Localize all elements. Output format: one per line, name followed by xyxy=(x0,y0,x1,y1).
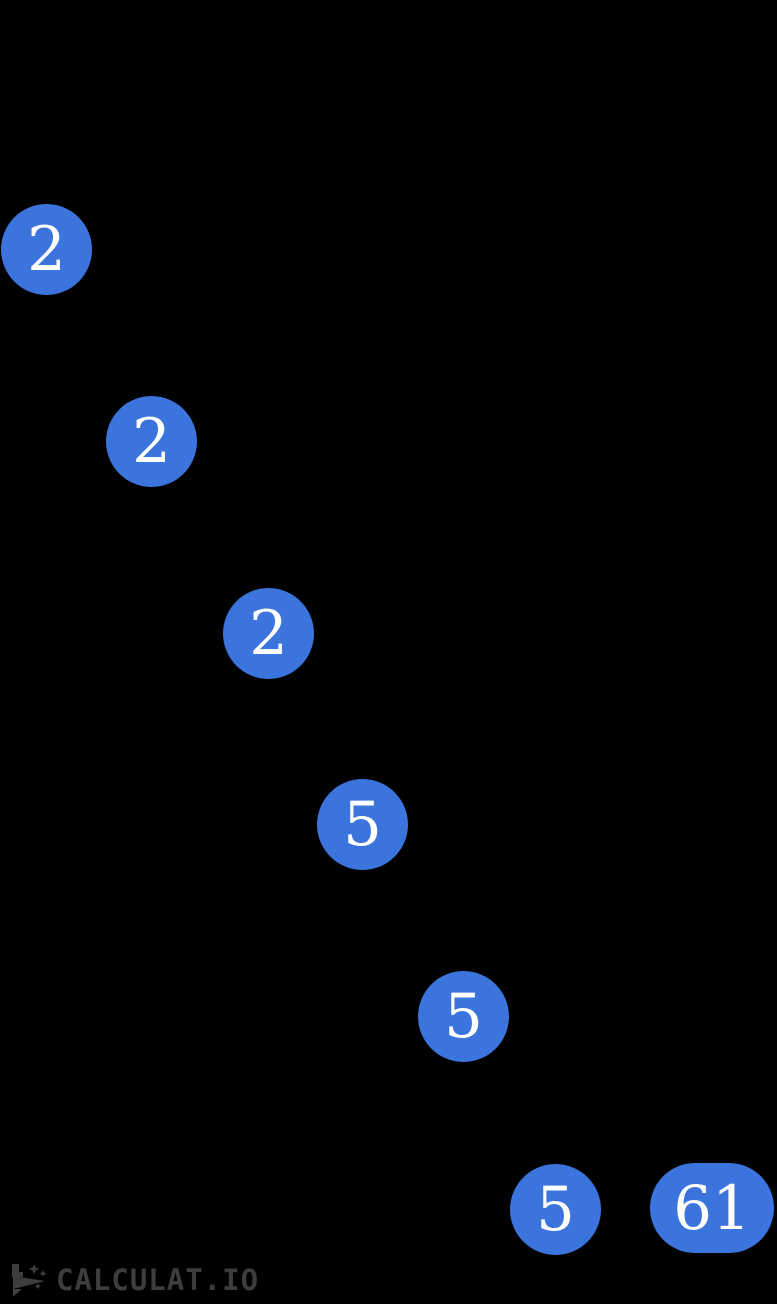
factor-node: 2 xyxy=(223,588,314,679)
watermark: CALCULAT.IO xyxy=(6,1260,259,1300)
rocket-icon xyxy=(12,1264,47,1297)
factor-node: 5 xyxy=(510,1164,601,1255)
factor-node: 5 xyxy=(418,971,509,1062)
factor-node: 5 xyxy=(317,779,408,870)
watermark-brand: CALCULAT.IO xyxy=(56,1262,260,1297)
factor-node: 2 xyxy=(106,396,197,487)
factor-node: 2 xyxy=(1,204,92,295)
factor-node: 61 xyxy=(650,1163,774,1253)
